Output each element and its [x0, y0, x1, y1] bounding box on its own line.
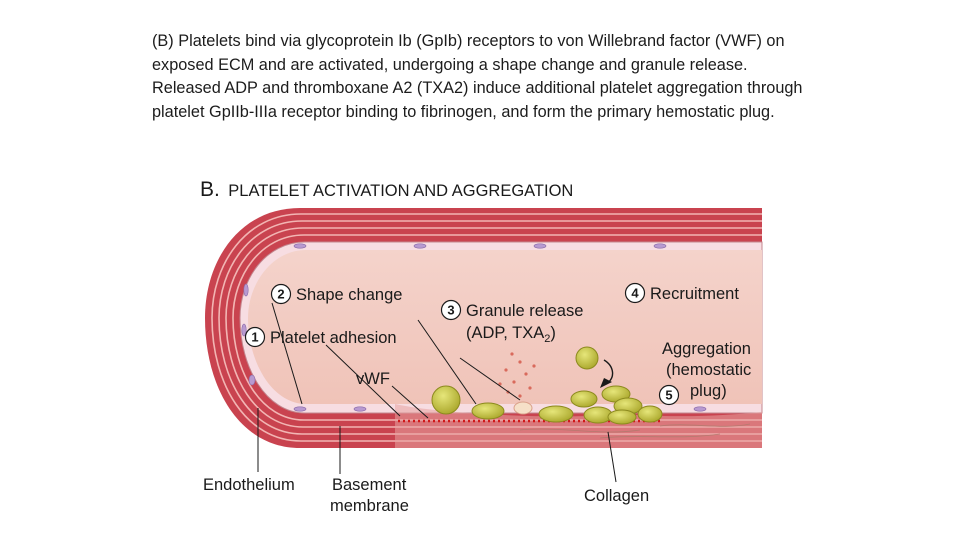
platelets: [431, 346, 663, 425]
figure-caption: (B) Platelets bind via glycoprotein Ib (…: [152, 32, 803, 121]
step-5-label-2: (hemostatic: [666, 361, 751, 379]
collagen-label: Collagen: [584, 487, 649, 505]
step-4-label: Recruitment: [650, 285, 739, 303]
step-4-number: 4: [631, 286, 639, 301]
step-3-number: 3: [447, 303, 454, 318]
step-5-number: 5: [665, 388, 672, 403]
step-1-label: Platelet adhesion: [270, 329, 397, 347]
vessel-wall-stripes: [211, 213, 762, 442]
step-2-circle: [270, 283, 292, 305]
callout-lines: [257, 302, 617, 483]
collagen-fibers: [519, 423, 751, 439]
degranulating-platelet: [513, 401, 533, 415]
step-3-label: Granule release: [466, 302, 583, 320]
basement-membrane-label: Basement: [332, 476, 407, 494]
recruitment-arrowhead: [600, 378, 612, 388]
granule-release-dots: [498, 352, 536, 398]
step-3-sublabel: (ADP, TXA2): [466, 324, 556, 345]
step-1-circle: [244, 326, 266, 348]
step-2-label: Shape change: [296, 286, 402, 304]
step-5-circle: [658, 384, 680, 406]
basement-membrane-label-2: membrane: [330, 497, 409, 515]
step-1-number: 1: [251, 330, 258, 345]
step-4-circle: [624, 282, 646, 304]
panel-title: B. PLATELET ACTIVATION AND AGGREGATION: [200, 178, 573, 201]
endothelium-label: Endothelium: [203, 476, 295, 494]
step-2-number: 2: [277, 287, 284, 302]
step-5-label: Aggregation: [662, 340, 751, 358]
vwf-label: vWF: [356, 370, 390, 388]
step-3-circle: [440, 299, 462, 321]
endothelial-nuclei: [241, 243, 707, 412]
step-5-label-3: plug): [690, 382, 727, 400]
